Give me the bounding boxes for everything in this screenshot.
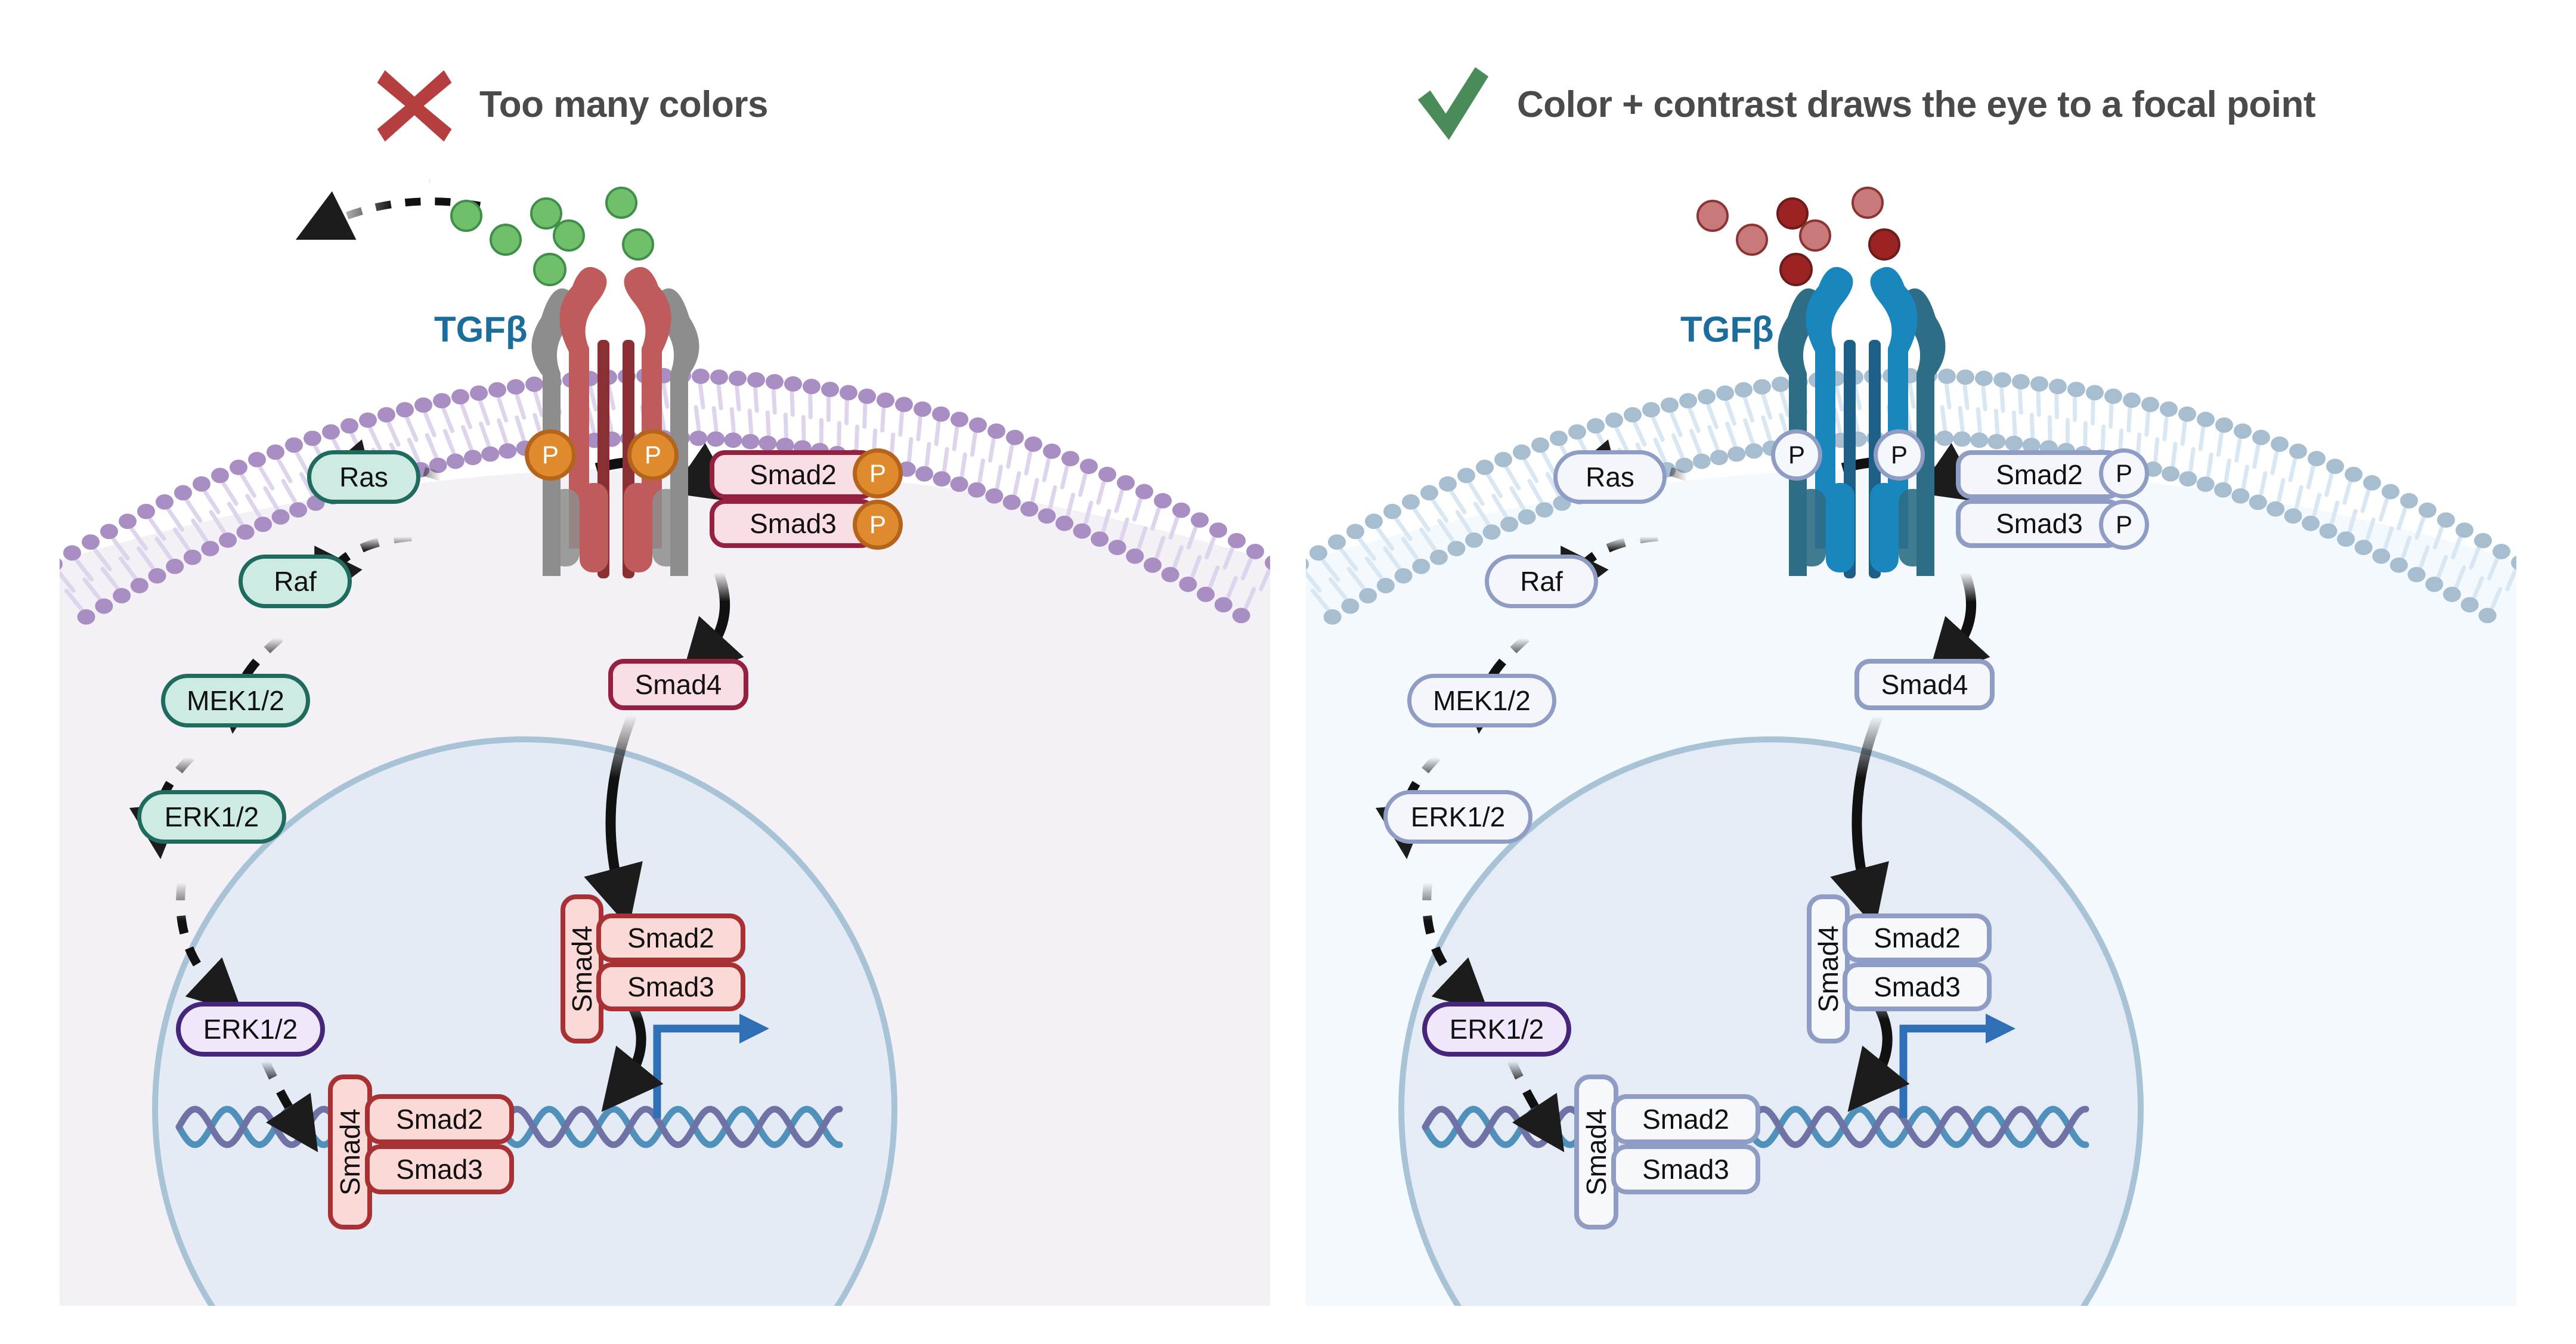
node-label: Smad2	[1874, 922, 1961, 953]
node-label: Smad2	[396, 1104, 483, 1135]
node-label: Ras	[1586, 462, 1634, 493]
node-erk-nucleus-right[interactable]: ERK1/2	[1422, 1002, 1571, 1057]
node-label: ERK1/2	[1449, 1014, 1544, 1045]
phospho-label: P	[2115, 510, 2132, 538]
node-label: Raf	[1520, 566, 1563, 597]
node-smad4-cytoplasm-left[interactable]: Smad4	[608, 659, 748, 710]
node-label: Ras	[339, 462, 388, 493]
phospho-receptor-right-1: P	[1771, 429, 1822, 481]
node-label: Smad3	[750, 508, 837, 539]
node-raf-right[interactable]: Raf	[1485, 555, 1598, 608]
plasma-membrane	[60, 368, 1270, 625]
phospho-smad2-right: P	[2099, 448, 2149, 498]
node-label: Smad3	[1642, 1154, 1729, 1185]
node-label: Smad4	[634, 669, 722, 700]
tgfb-label-right: TGFβ	[1680, 309, 1774, 349]
node-label: Smad2	[1996, 459, 2083, 490]
phospho-label: P	[541, 441, 559, 469]
phospho-label: P	[869, 459, 886, 487]
node-smad4-nuclear-left[interactable]: Smad4	[561, 894, 603, 1043]
phospho-smad2-left: P	[853, 448, 903, 498]
phospho-smad3-left: P	[853, 500, 903, 550]
tgfb-ligand-dots-right	[1696, 187, 1900, 286]
node-mek-left[interactable]: MEK1/2	[161, 674, 310, 727]
node-smad4-dna-left[interactable]: Smad4	[328, 1074, 372, 1230]
node-smad2-receptor-right[interactable]: Smad2	[1956, 450, 2123, 499]
node-label: Smad3	[1996, 508, 2083, 539]
phospho-label: P	[869, 510, 886, 538]
node-label: Smad4	[1881, 669, 1968, 700]
node-erk-right[interactable]: ERK1/2	[1383, 790, 1532, 844]
phospho-label: P	[644, 441, 661, 469]
node-label: Smad3	[1874, 971, 1961, 1002]
node-label: ERK1/2	[1410, 801, 1506, 832]
node-label: ERK1/2	[203, 1014, 298, 1045]
node-smad2-receptor-left[interactable]: Smad2	[710, 450, 877, 499]
left-panel-header: Too many colors	[370, 66, 769, 143]
node-label: ERK1/2	[164, 801, 259, 832]
node-smad3-nuclear-left[interactable]: Smad3	[596, 962, 745, 1011]
phospho-receptor-right-2: P	[1874, 429, 1925, 481]
left-header-title: Too many colors	[479, 83, 769, 125]
node-smad2-dna-left[interactable]: Smad2	[365, 1094, 514, 1144]
node-smad2-dna-right[interactable]: Smad2	[1611, 1094, 1760, 1144]
node-label: Raf	[274, 566, 317, 597]
phospho-label: P	[1890, 441, 1908, 469]
node-label: Smad4	[566, 925, 597, 1012]
node-label: Smad4	[1813, 925, 1844, 1012]
node-label: MEK1/2	[1433, 685, 1531, 716]
node-erk-left[interactable]: ERK1/2	[137, 790, 286, 844]
node-smad4-nuclear-right[interactable]: Smad4	[1807, 894, 1850, 1043]
node-smad3-nuclear-right[interactable]: Smad3	[1843, 962, 1992, 1011]
right-panel-header: Color + contrast draws the eye to a foca…	[1407, 66, 2316, 143]
node-label: Smad3	[396, 1154, 483, 1185]
node-label: Smad2	[1642, 1104, 1729, 1135]
node-smad2-nuclear-left[interactable]: Smad2	[596, 913, 745, 962]
node-label: MEK1/2	[187, 685, 284, 716]
right-header-title: Color + contrast draws the eye to a foca…	[1517, 83, 2316, 125]
node-label: Smad4	[335, 1108, 366, 1196]
node-raf-left[interactable]: Raf	[239, 555, 352, 608]
node-smad4-cytoplasm-right[interactable]: Smad4	[1854, 659, 1995, 710]
right-diagram-panel: TGFβ P P Ras	[1306, 179, 2516, 1306]
node-smad4-dna-right[interactable]: Smad4	[1574, 1074, 1618, 1230]
node-smad2-nuclear-right[interactable]: Smad2	[1843, 913, 1992, 962]
node-smad3-receptor-left[interactable]: Smad3	[710, 499, 877, 548]
cross-icon	[377, 70, 452, 142]
node-ras-left[interactable]: Ras	[307, 450, 420, 504]
phospho-label: P	[1788, 441, 1805, 469]
check-icon	[1417, 67, 1489, 140]
tgfb-ligand-dots-left	[450, 187, 654, 286]
node-smad3-dna-right[interactable]: Smad3	[1611, 1144, 1760, 1194]
node-label: Smad4	[1581, 1108, 1612, 1196]
node-ras-right[interactable]: Ras	[1553, 450, 1667, 504]
tgfb-label-left: TGFβ	[434, 309, 528, 349]
tgfb-receptor-left	[531, 267, 699, 578]
phospho-receptor-left-2: P	[627, 429, 679, 481]
node-smad3-receptor-right[interactable]: Smad3	[1956, 499, 2123, 548]
phospho-smad3-right: P	[2099, 500, 2149, 550]
node-smad3-dna-left[interactable]: Smad3	[365, 1144, 514, 1194]
node-label: Smad2	[627, 922, 714, 953]
node-mek-right[interactable]: MEK1/2	[1407, 674, 1556, 727]
node-label: Smad2	[750, 459, 837, 490]
left-diagram-panel: TGFβ	[60, 179, 1270, 1306]
node-label: Smad3	[627, 971, 714, 1002]
phospho-receptor-left-1: P	[525, 429, 576, 481]
node-erk-nucleus-left[interactable]: ERK1/2	[176, 1002, 325, 1057]
phospho-label: P	[2115, 459, 2132, 487]
